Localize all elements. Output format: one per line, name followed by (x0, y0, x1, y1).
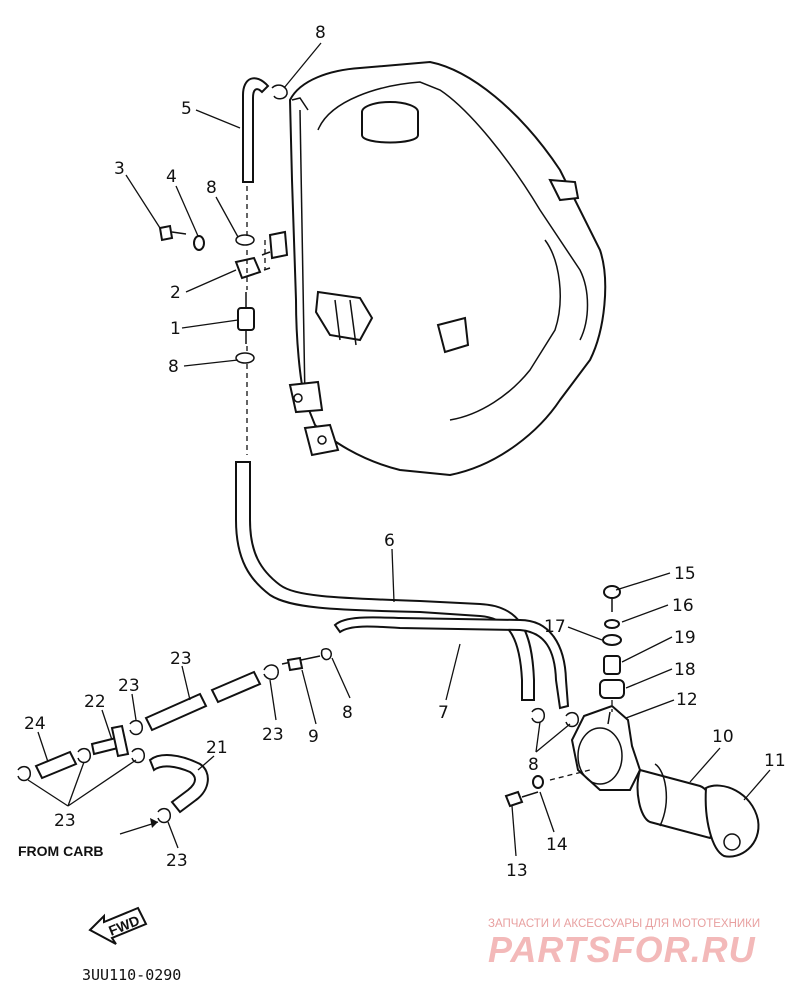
callout-8: 8 (528, 755, 539, 775)
hose-clamp-8-pump (531, 707, 579, 728)
pump-bracket-12 (570, 704, 642, 791)
callout-22: 22 (84, 692, 106, 712)
bolt-3 (158, 224, 187, 242)
callout-7: 7 (438, 703, 449, 723)
assembly-dash-lines (246, 186, 266, 455)
callout-24: 24 (24, 714, 46, 734)
hose-clamp-23-joint (263, 664, 279, 680)
hose-20 (148, 754, 209, 814)
hose-clamp-8-upper (235, 234, 255, 246)
callout-2: 2 (170, 283, 181, 303)
callout-5: 5 (181, 99, 192, 119)
callout-8: 8 (315, 23, 326, 43)
bolt-13 (504, 790, 539, 808)
damper-18 (599, 679, 625, 699)
callout-15: 15 (674, 564, 696, 584)
hose-21 (144, 670, 262, 732)
pump-cover-11 (704, 784, 760, 858)
callout-8: 8 (168, 357, 179, 377)
bolt-15 (603, 585, 621, 612)
washer-14 (532, 775, 544, 789)
watermark-brand: PARTSFOR.RU (488, 929, 756, 970)
callout-16: 16 (672, 596, 694, 616)
fuel-pump-10 (636, 763, 717, 840)
fuel-tank (268, 60, 607, 477)
fuel-hose-6 (235, 461, 535, 701)
washer-16 (604, 619, 620, 629)
callout-1: 1 (170, 319, 181, 339)
hose-clamp-23-cluster (17, 719, 171, 824)
callout-21: 23 (170, 649, 192, 669)
callout-8: 8 (342, 703, 353, 723)
callout-11: 11 (764, 751, 786, 771)
joint-9 (281, 655, 321, 672)
hose-clamp-8-joint (320, 647, 333, 661)
t-joint-22 (90, 724, 130, 758)
callout-23: 23 (262, 725, 284, 745)
fuel-hose-7 (333, 616, 570, 710)
fwd-arrow (88, 906, 148, 945)
callout-6: 6 (384, 531, 395, 551)
from-carb-label: FROM CARB (18, 843, 104, 859)
washer-4 (193, 235, 205, 251)
callout-9: 9 (308, 727, 319, 747)
fuel-filter-1 (237, 292, 255, 344)
callout-12: 12 (676, 690, 698, 710)
watermark-tagline: ЗАПЧАСТИ И АКСЕССУАРЫ ДЛЯ МОТОТЕХНИКИ (488, 918, 760, 930)
hose-clamp-8-lower (235, 352, 255, 364)
callout-23: 23 (166, 851, 188, 871)
callout-23: 23 (54, 811, 76, 831)
callout-20: 21 (206, 738, 228, 758)
callout-17: 17 (544, 617, 566, 637)
callout-23: 23 (118, 676, 140, 696)
callout-18: 18 (674, 660, 696, 680)
drawing-code: 3UU110-0290 (82, 966, 181, 984)
leader-lines (27, 42, 771, 857)
callout-8: 8 (206, 178, 217, 198)
callout-14: 14 (546, 835, 568, 855)
vent-hose-5 (242, 77, 270, 183)
fwd-label: FWD (106, 912, 142, 939)
pump-assembly-dash-lines (549, 700, 613, 781)
collar-19 (603, 655, 621, 675)
hose-clamp-8-top (271, 84, 288, 100)
callout-10: 10 (712, 727, 734, 747)
hose-24 (34, 750, 78, 780)
callout-4: 4 (166, 167, 177, 187)
bracket-2 (234, 251, 271, 280)
callout-numbers: 8 5 3 4 8 2 1 8 6 23 23 22 24 21 8 9 23 … (24, 23, 786, 881)
callout-13: 13 (506, 861, 528, 881)
from-carb-arrow (119, 818, 159, 835)
callout-3: 3 (114, 159, 125, 179)
callout-19: 19 (674, 628, 696, 648)
washer-17 (602, 634, 622, 646)
